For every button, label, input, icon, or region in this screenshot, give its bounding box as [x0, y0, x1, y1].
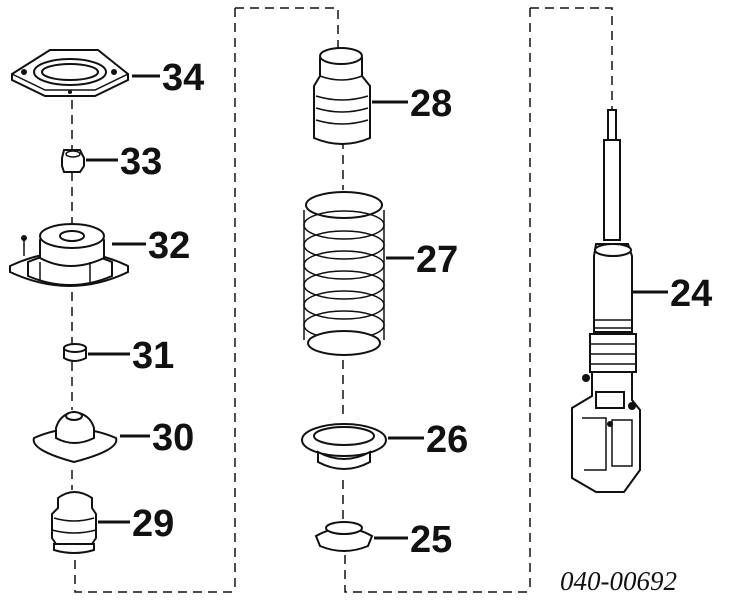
callout-26: 26 [426, 419, 468, 461]
part-30-lower-seat [32, 410, 118, 464]
callout-33: 33 [120, 141, 162, 183]
callout-34: 34 [162, 57, 204, 99]
part-28-dust-boot [313, 47, 371, 145]
callout-leader-lines [86, 74, 668, 540]
callout-24: 24 [670, 273, 712, 315]
part-34-mount-plate [11, 49, 129, 97]
part-25-insulator [314, 521, 374, 552]
group-bracket-lines [71, 7, 613, 593]
part-24-strut-assembly [571, 109, 641, 493]
callout-30: 30 [152, 417, 194, 459]
callout-27: 27 [416, 239, 458, 281]
part-26-spring-seat [301, 423, 387, 470]
part-32-upper-strut-mount [9, 223, 129, 287]
drawing-code: 040-00692 [560, 566, 677, 596]
callout-31: 31 [132, 335, 174, 377]
callout-25: 25 [410, 519, 452, 561]
callout-28: 28 [410, 83, 452, 125]
callout-29: 29 [132, 503, 174, 545]
part-27-coil-spring [303, 191, 385, 356]
callout-32: 32 [148, 225, 190, 267]
part-29-bump-stop [51, 491, 97, 554]
part-31-spacer [63, 343, 87, 362]
part-33-nut [61, 149, 85, 173]
